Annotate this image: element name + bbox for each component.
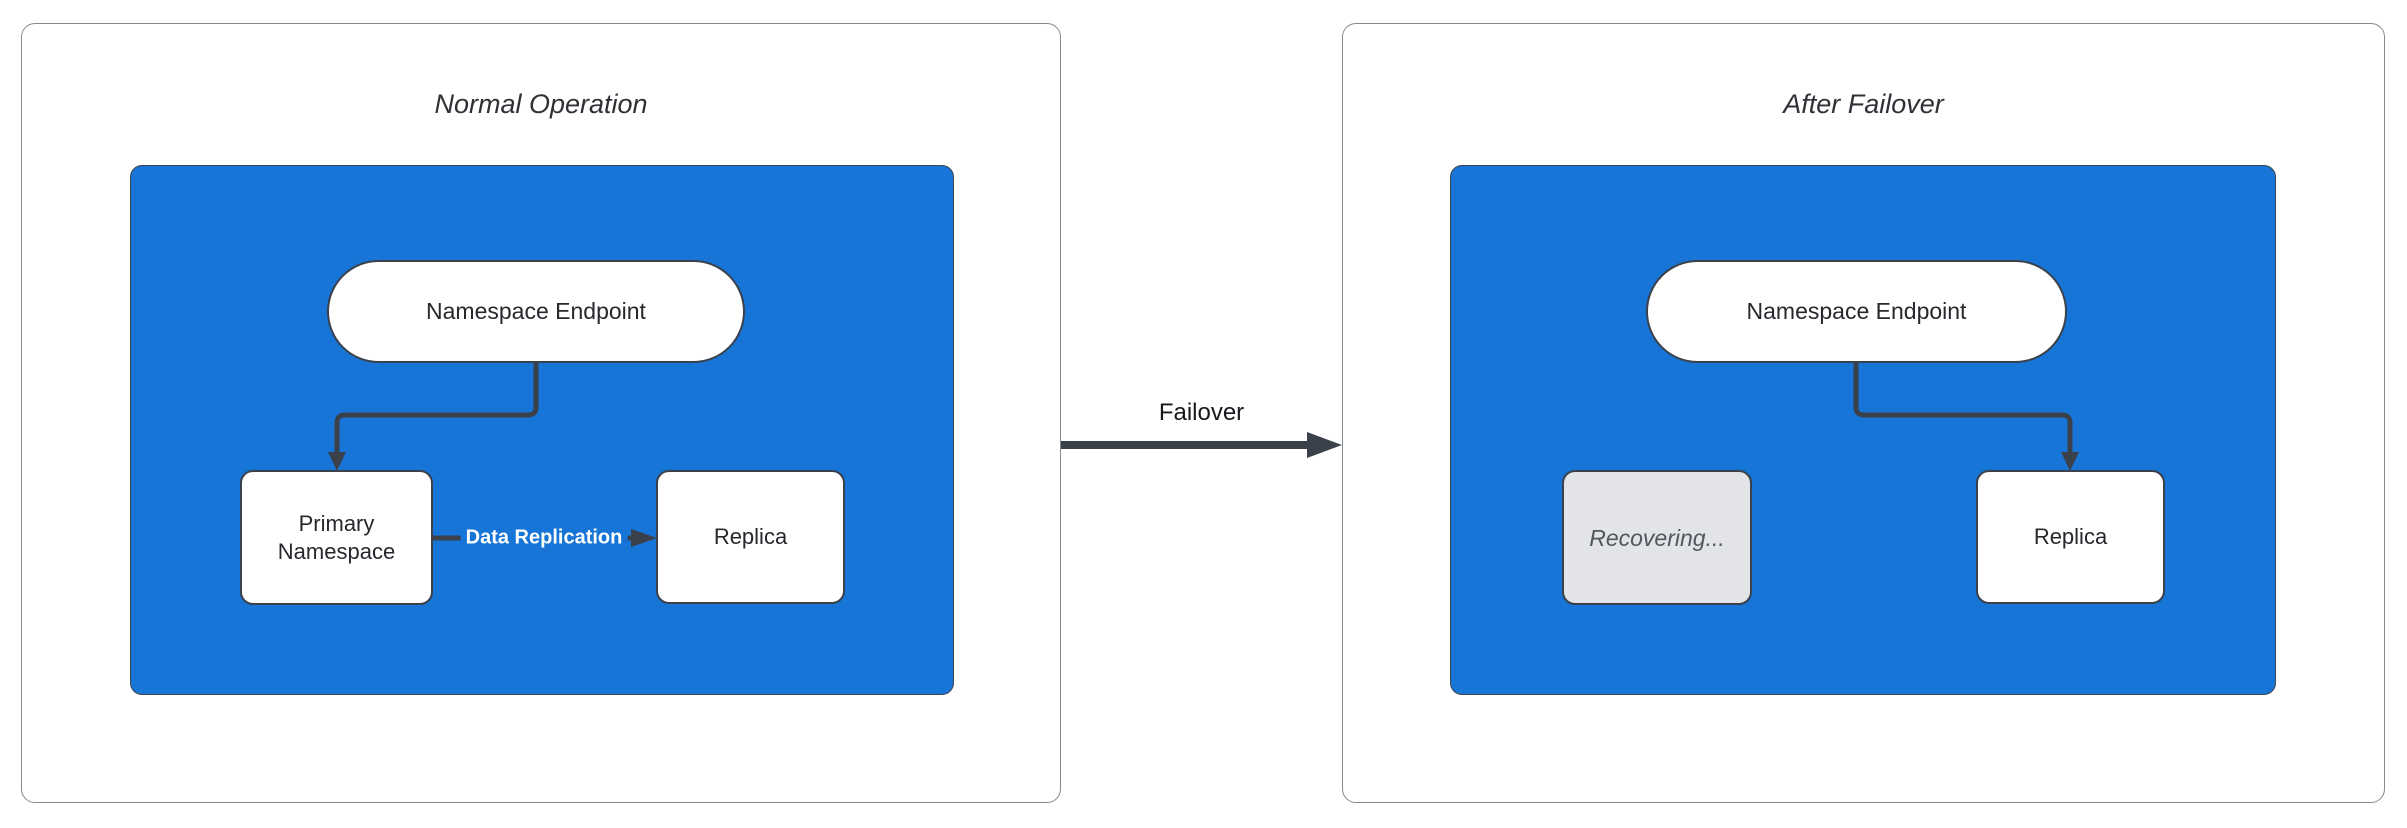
arrowhead-down [328,452,346,471]
arrowhead-right [631,529,657,547]
node-namespace-endpoint: Namespace Endpoint [1646,260,2067,363]
endpoint-to-primary-connector [334,361,539,453]
failover-transition: Failover [1061,398,1342,462]
node-replica: Replica [1976,470,2165,604]
connector-layer [328,361,657,547]
cluster-normal-operation: Namespace Endpoint Primary Namespace Rep… [130,165,954,695]
node-primary-namespace: Primary Namespace [240,470,433,605]
cluster-after-failover: Namespace Endpoint Recovering... Replica [1450,165,2276,695]
connector-layer [1853,361,2079,471]
panel-title: After Failover [1783,89,1944,119]
node-recovering: Recovering... [1562,470,1752,605]
edge-label-data-replication: Data Replication [460,524,628,552]
node-replica: Replica [656,470,845,604]
panel-title: Normal Operation [434,89,648,119]
endpoint-to-replica-connector [1853,361,2073,453]
failover-label: Failover [1158,399,1245,426]
node-namespace-endpoint: Namespace Endpoint [327,260,745,363]
panel-after-failover: After Failover Namespace Endpoint Recove… [1342,23,2385,803]
panel-normal-operation: Normal Operation Namespace Endpoint Prim… [21,23,1061,803]
failover-arrow [1061,432,1342,458]
arrowhead-right [1307,432,1342,458]
arrowhead-down [2061,452,2079,471]
